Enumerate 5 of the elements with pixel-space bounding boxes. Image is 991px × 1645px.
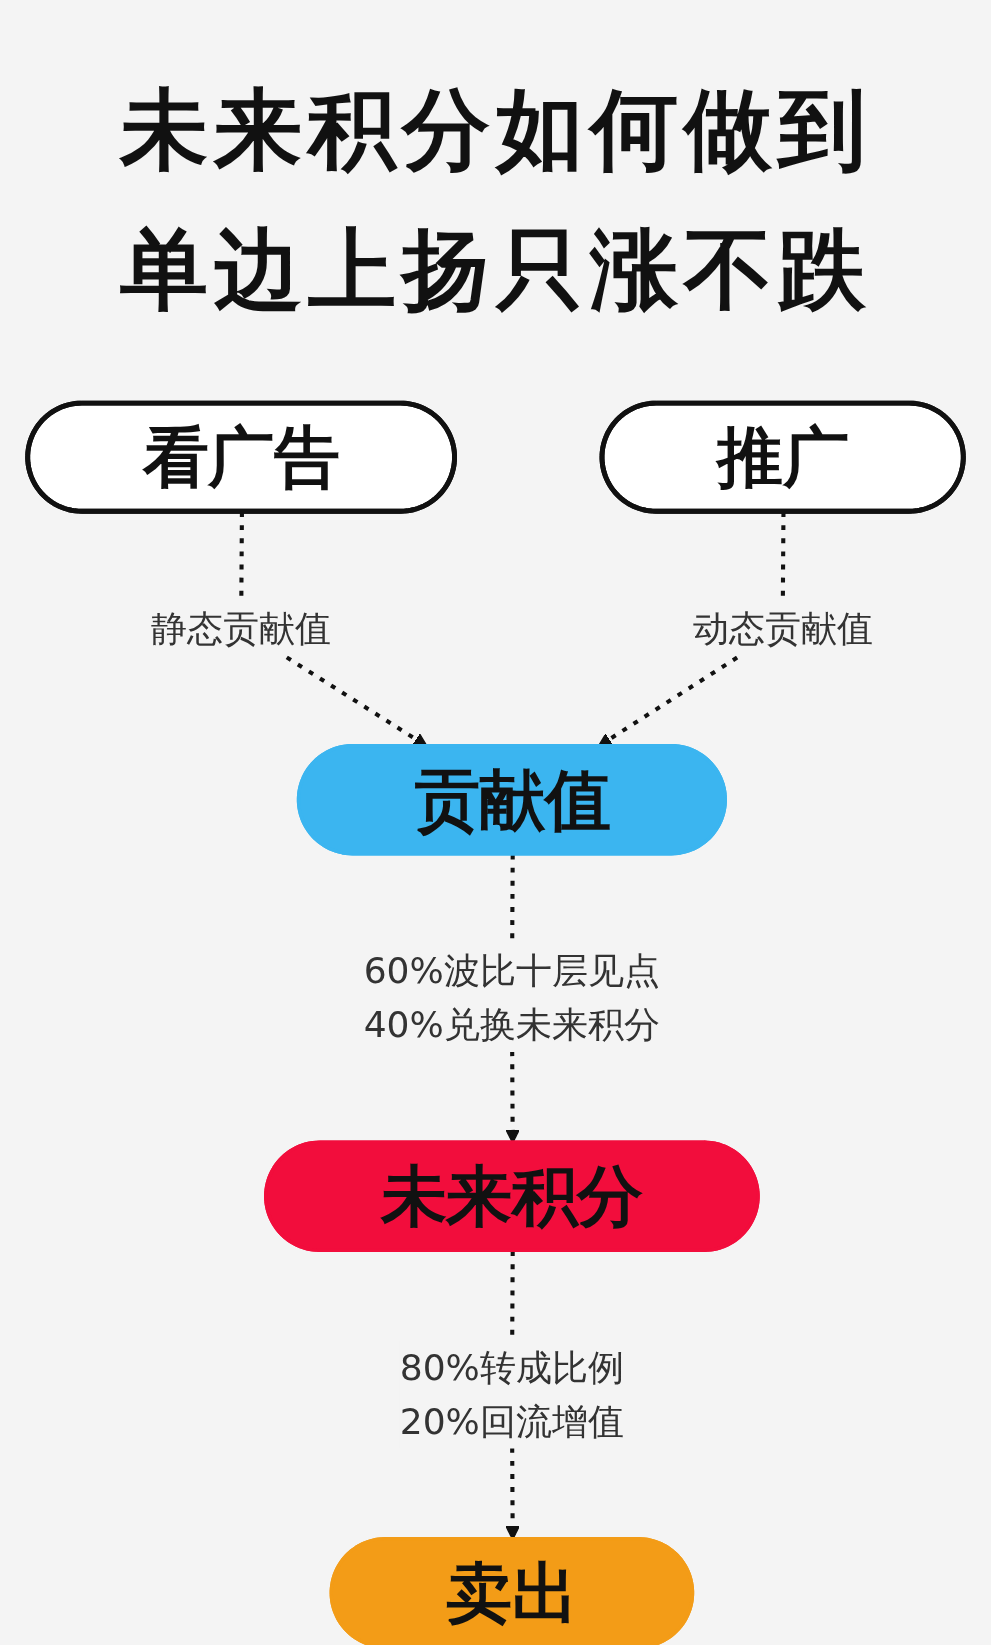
- title: 未来积分如何做到单边上扬只涨不跌: [118, 77, 873, 323]
- edge-label: 80%转成比例 20%回流增值: [399, 1347, 625, 1443]
- edge-label: 60%波比十层见点 40%兑换未来积分: [363, 950, 661, 1046]
- edge-label: 动态贡献值: [692, 607, 873, 649]
- edge-label: 静态贡献值: [150, 607, 332, 649]
